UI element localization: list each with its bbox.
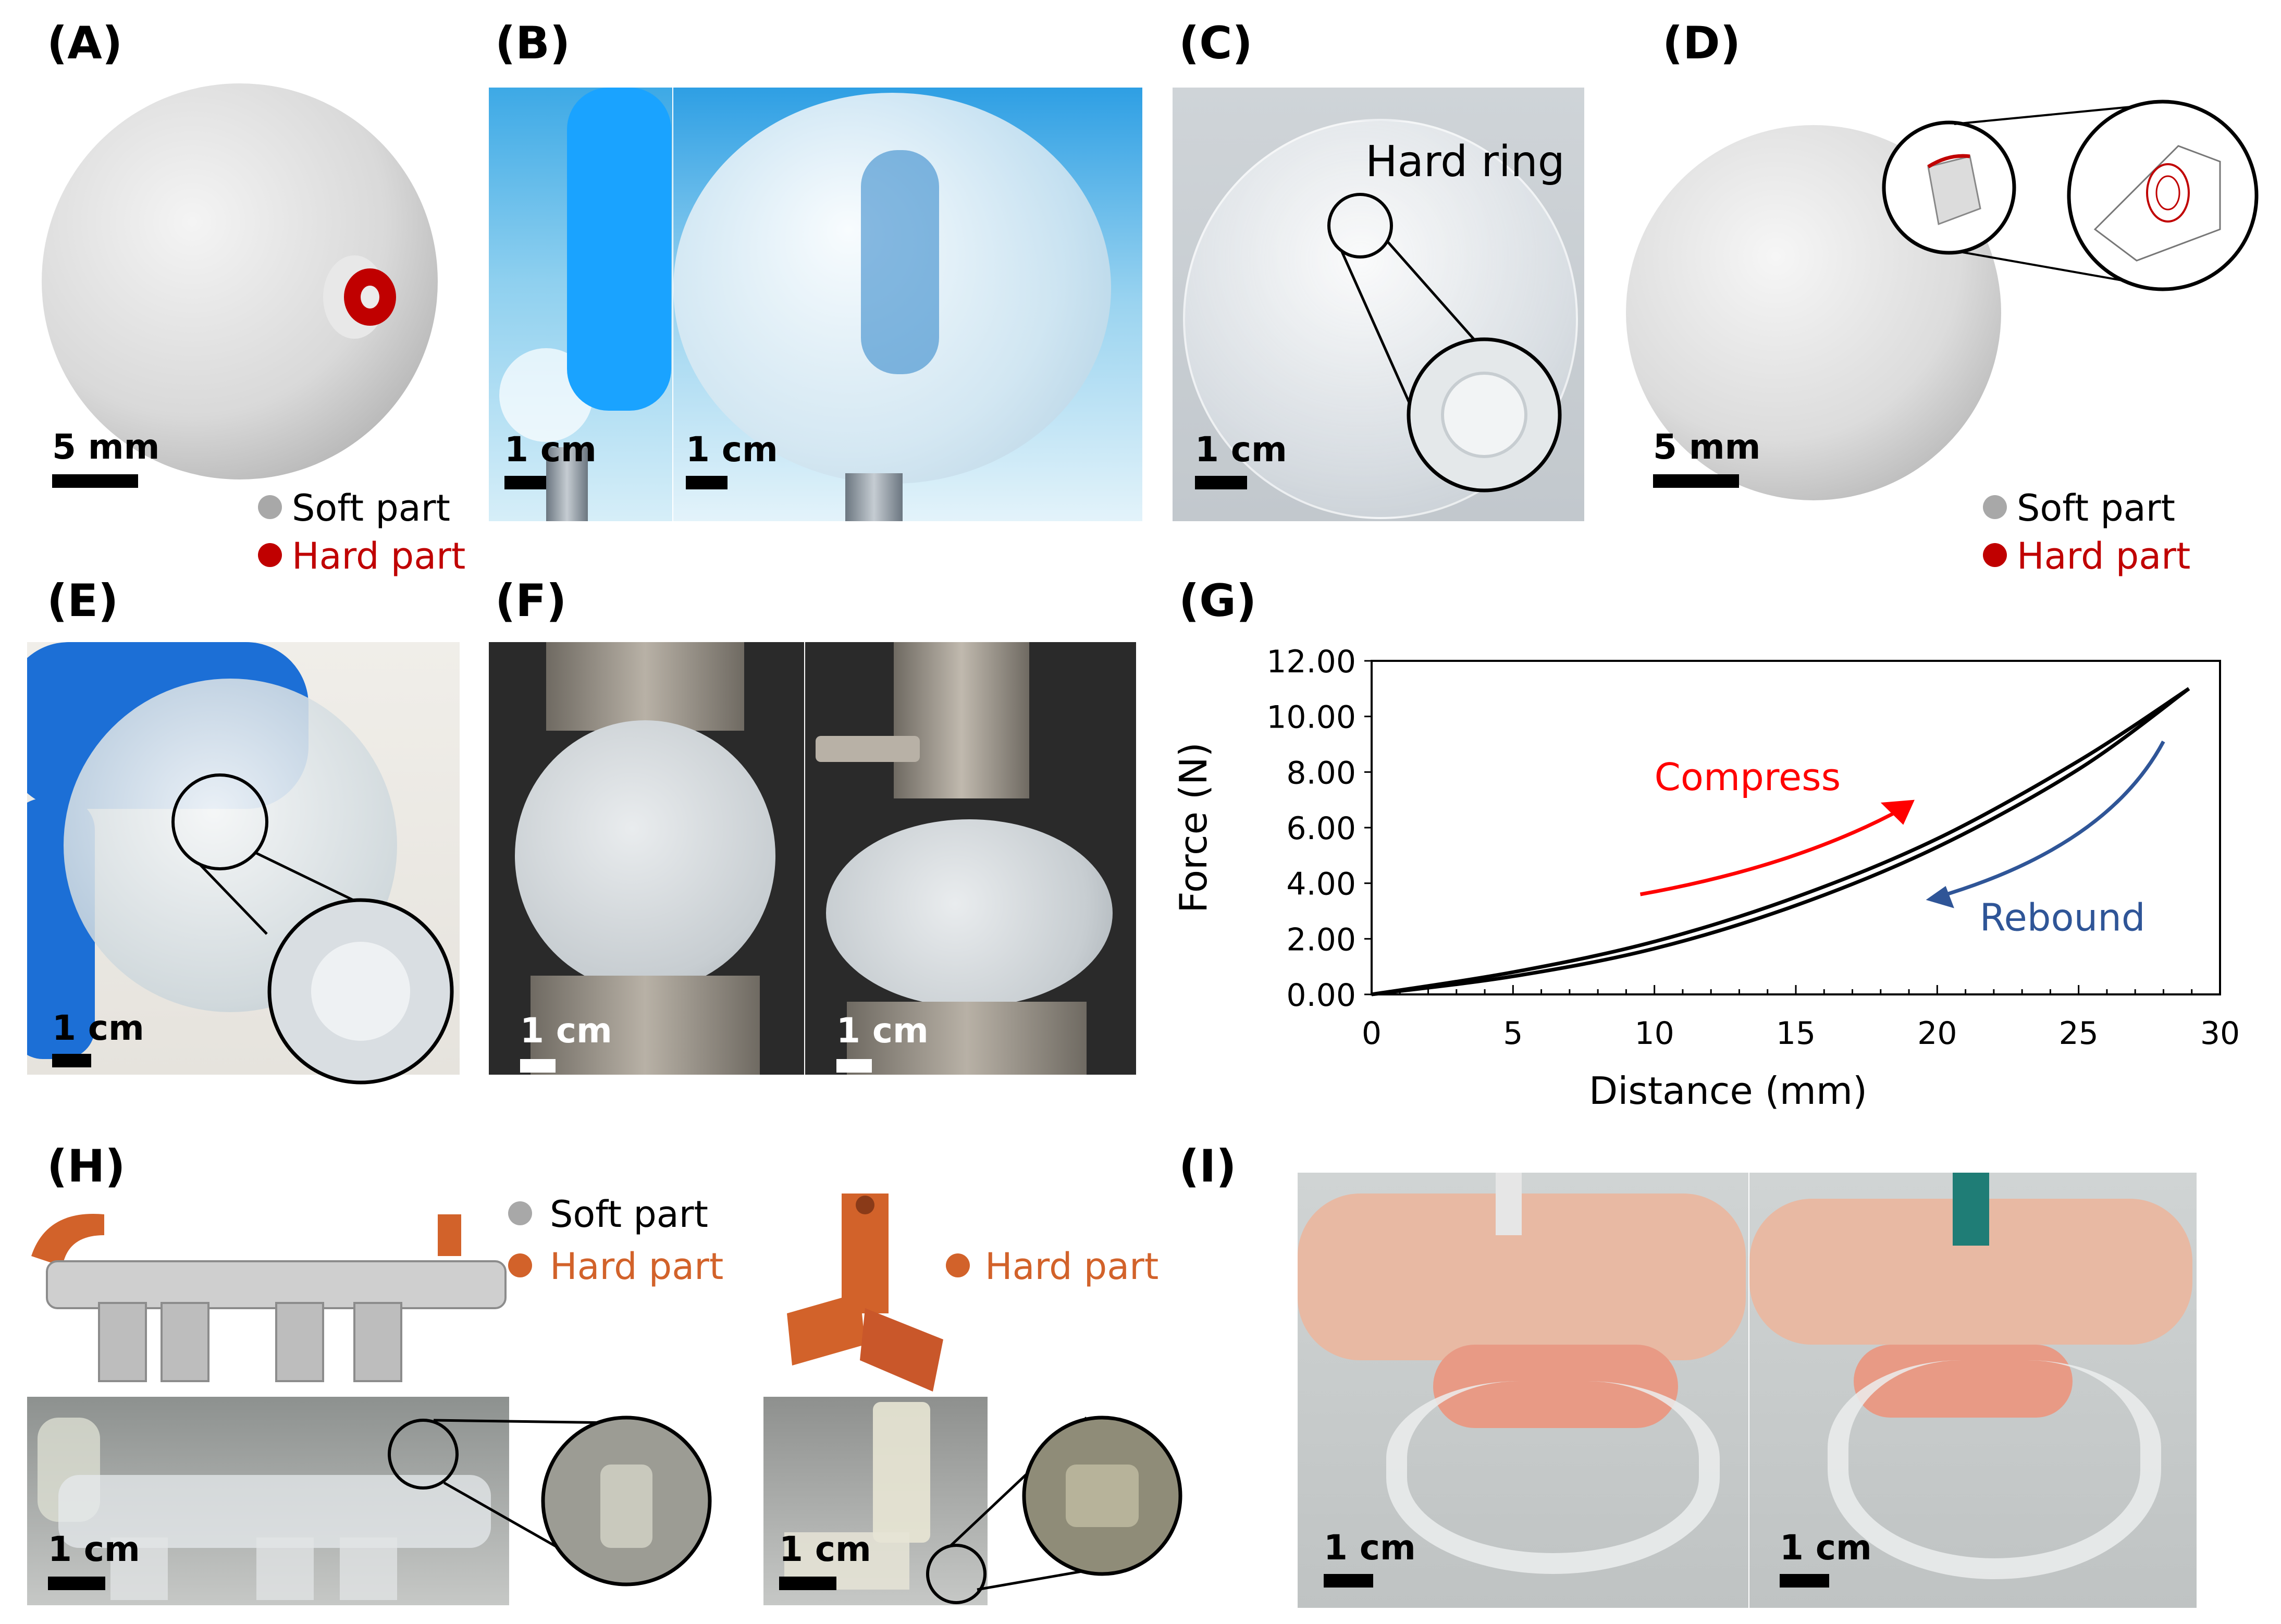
- panel-f-label: (F): [495, 575, 567, 627]
- rebound-label: Rebound: [1980, 895, 2146, 939]
- panel-h-legend-hard-dot: [508, 1253, 532, 1277]
- panel-c-label: (C): [1179, 17, 1253, 69]
- panel-h-legend-hard2-dot: [946, 1253, 970, 1277]
- panel-i-scale-left: 1 cm: [1324, 1528, 1416, 1568]
- panel-e-label: (E): [47, 575, 119, 627]
- panel-h-scale-right: 1 cm: [779, 1529, 871, 1569]
- rebound-arrow: [1937, 741, 2165, 899]
- panel-a-label: (A): [47, 17, 123, 69]
- panel-b-scale-right: 1 cm: [686, 429, 778, 470]
- legend-soft-dot: [258, 495, 282, 519]
- panel-i-photo-right: [1749, 1173, 2197, 1608]
- panel-b-photo-left: [489, 88, 672, 521]
- panel-d-sphere-render: [1626, 100, 2259, 500]
- x-tick-label: 10: [1634, 1015, 1674, 1052]
- panel-f-scale-right: 1 cm: [836, 1011, 929, 1051]
- y-tick-label: 2.00: [1286, 921, 1356, 958]
- plot-frame: [1371, 660, 2221, 995]
- y-axis-label: Force (N): [1172, 742, 1215, 913]
- panel-e-photo: [27, 642, 460, 1075]
- panel-c-scale-text: 1 cm: [1195, 429, 1287, 470]
- y-tick-label: 6.00: [1286, 810, 1356, 847]
- panel-i-scale-right: 1 cm: [1780, 1528, 1872, 1568]
- panel-g-label: (G): [1179, 575, 1257, 627]
- panel-h-legend-soft-text: Soft part: [550, 1193, 708, 1236]
- compress-arrowhead: [1880, 799, 1915, 825]
- legend-hard-text: Hard part: [292, 535, 466, 577]
- panel-h-legend-hard2-text: Hard part: [985, 1245, 1159, 1288]
- panel-h-label: (H): [47, 1140, 126, 1192]
- panel-c-hard-ring-annotation: Hard ring: [1365, 137, 1565, 187]
- panel-b-photo-right: [673, 88, 1142, 521]
- panel-d-label: (D): [1662, 17, 1741, 69]
- x-tick-label: 25: [2058, 1015, 2098, 1052]
- panel-d-legend-soft-text: Soft part: [2017, 487, 2175, 530]
- series-line-1: [1371, 687, 2190, 996]
- panel-h-scalebar-left: [48, 1577, 105, 1590]
- y-tick-label: 10.00: [1266, 699, 1356, 736]
- compress-label: Compress: [1655, 755, 1841, 799]
- x-tick-label: 15: [1776, 1015, 1816, 1052]
- legend-soft-text: Soft part: [292, 487, 450, 530]
- panel-c-scalebar: [1195, 476, 1247, 489]
- panel-b-scalebar-right: [686, 476, 728, 489]
- panel-i-photo-left: [1298, 1173, 1748, 1608]
- panel-b-scalebar-left: [504, 476, 546, 489]
- panel-f-photo-left: [489, 642, 804, 1075]
- series-line-0: [1371, 687, 2190, 996]
- panel-i-scalebar-right: [1780, 1574, 1829, 1588]
- panel-b-label: (B): [495, 17, 571, 69]
- panel-h-splint-render: [31, 1214, 507, 1382]
- x-tick-label: 20: [1917, 1015, 1957, 1052]
- panel-a-sphere-render: [42, 83, 438, 479]
- panel-h-splint-zoom: [388, 1416, 712, 1586]
- panel-b-scale-left: 1 cm: [504, 429, 597, 470]
- panel-i-scalebar-left: [1324, 1574, 1373, 1588]
- y-tick-label: 4.00: [1286, 866, 1356, 903]
- legend-hard-dot: [258, 543, 282, 567]
- compress-arrow: [1639, 806, 1904, 896]
- panel-h-photo-splint: [27, 1397, 509, 1605]
- panel-e-scalebar: [52, 1054, 91, 1067]
- panel-h-scalebar-right: [779, 1577, 836, 1590]
- panel-a-scale-text: 5 mm: [52, 427, 160, 467]
- panel-f-scalebar-right: [836, 1059, 872, 1073]
- panel-h-legend-hard-text: Hard part: [550, 1245, 724, 1288]
- panel-d-scalebar: [1653, 474, 1739, 488]
- panel-a-scalebar: [52, 474, 138, 488]
- x-tick-label: 30: [2200, 1015, 2240, 1052]
- y-tick-label: 8.00: [1286, 755, 1356, 791]
- panel-c-zoom-lines: [1327, 193, 1562, 493]
- panel-d-legend-hard-dot: [1983, 543, 2007, 567]
- x-tick-label: 5: [1503, 1015, 1523, 1052]
- panel-d-legend-soft-dot: [1983, 495, 2007, 519]
- force-distance-chart: 0.00 2.00 4.00 6.00 8.00 10.00 12.00 0 5 10 15 20 25…: [1172, 644, 2240, 1113]
- panel-i-label: (I): [1179, 1140, 1237, 1192]
- panel-h-scale-left: 1 cm: [48, 1529, 140, 1569]
- y-tick-label: 12.00: [1266, 644, 1356, 680]
- y-tick-label: 0.00: [1286, 977, 1356, 1014]
- panel-h-legend-soft-dot: [508, 1201, 532, 1225]
- panel-f-scalebar-left: [520, 1059, 556, 1073]
- x-tick-label: 0: [1362, 1015, 1382, 1052]
- panel-e-scale-text: 1 cm: [52, 1008, 144, 1048]
- panel-f-scale-left: 1 cm: [520, 1011, 612, 1051]
- panel-h-connector-zoom: [926, 1416, 1182, 1604]
- panel-e-zoom-lines: [171, 773, 454, 1085]
- panel-f-photo-right: [805, 642, 1136, 1075]
- rebound-arrowhead: [1926, 886, 1954, 908]
- panel-d-scale-text: 5 mm: [1653, 427, 1761, 467]
- panel-h-connector-render: [787, 1194, 943, 1392]
- x-axis-label: Distance (mm): [1589, 1069, 1867, 1113]
- panel-h-photo-connector: [763, 1397, 988, 1605]
- panel-d-legend-hard-text: Hard part: [2017, 535, 2191, 577]
